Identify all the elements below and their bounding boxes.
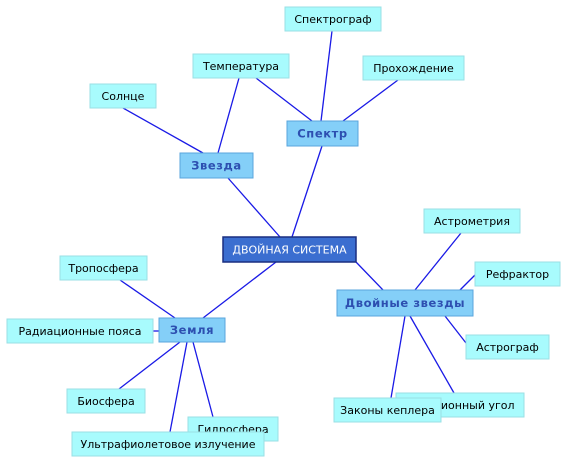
node-box (59, 255, 148, 281)
connector-line (390, 315, 406, 399)
node-box (465, 334, 550, 360)
node-dvoynye[interactable]: Двойные звезды (336, 289, 474, 317)
node-label: Температура (202, 60, 279, 73)
node-label: Законы кеплера (340, 404, 435, 417)
node-box (474, 261, 561, 287)
node-box (89, 83, 157, 109)
node-spektrograf[interactable]: Спектрограф (284, 6, 382, 32)
connector-line (291, 145, 323, 238)
connector-line (217, 77, 240, 154)
connector-line (227, 177, 281, 238)
node-label: Земля (170, 323, 214, 337)
node-solntse[interactable]: Солнце (89, 83, 157, 109)
connector-line (342, 79, 399, 122)
node-root[interactable]: ДВОЙНАЯ СИСТЕМА (222, 236, 357, 263)
connector-line (409, 315, 455, 394)
node-temperatura[interactable]: Температура (192, 53, 290, 79)
node-label: ДВОЙНАЯ СИСТЕМА (232, 244, 347, 257)
connector-lines (118, 30, 476, 433)
node-label: Радиационные пояса (19, 325, 142, 338)
connector-line (122, 107, 204, 154)
connector-line (355, 261, 384, 291)
node-zvezda[interactable]: Звезда (179, 152, 254, 179)
node-refraktor[interactable]: Рефрактор (474, 261, 561, 287)
node-label: Астрограф (476, 341, 539, 354)
connector-line (320, 30, 333, 122)
node-box (333, 397, 442, 423)
node-box (179, 152, 254, 179)
node-astrograf[interactable]: Астрограф (465, 334, 550, 360)
node-zemlya[interactable]: Земля (158, 317, 226, 343)
connector-line (118, 341, 181, 390)
node-label: Двойные звезды (345, 296, 465, 310)
node-box (222, 236, 357, 263)
node-box (286, 120, 359, 147)
node-label: Солнце (102, 90, 145, 103)
node-box (336, 289, 474, 317)
node-box (192, 53, 290, 79)
connector-line (202, 261, 277, 319)
connector-line (169, 341, 188, 433)
node-box (423, 208, 521, 234)
node-radiatsionnye[interactable]: Радиационные пояса (6, 318, 154, 344)
node-label: Прохождение (373, 62, 454, 75)
node-label: Биосфера (77, 395, 134, 408)
connector-line (459, 274, 476, 291)
connector-line (444, 315, 467, 344)
node-label: Ультрафиолетовое излучение (81, 438, 256, 451)
node-prohozhdenie[interactable]: Прохождение (362, 55, 465, 81)
node-label: Астрометрия (434, 215, 510, 228)
node-box (284, 6, 382, 32)
node-zakony[interactable]: Законы кеплера (333, 397, 442, 423)
connector-line (414, 232, 462, 291)
connector-line (192, 341, 214, 418)
node-box (362, 55, 465, 81)
node-biosfera[interactable]: Биосфера (66, 388, 146, 414)
node-box (66, 388, 146, 414)
node-spektr[interactable]: Спектр (286, 120, 359, 147)
node-label: Рефрактор (486, 268, 549, 281)
node-ultrafiolet[interactable]: Ультрафиолетовое излучение (71, 431, 265, 457)
node-troposfera[interactable]: Тропосфера (59, 255, 148, 281)
node-label: Спектр (297, 127, 348, 141)
node-box (71, 431, 265, 457)
node-label: Тропосфера (67, 262, 138, 275)
node-label: Спектрограф (294, 13, 371, 26)
node-astrometriya[interactable]: Астрометрия (423, 208, 521, 234)
node-box (6, 318, 154, 344)
connector-line (255, 77, 313, 122)
node-box (158, 317, 226, 343)
connector-line (119, 279, 176, 319)
node-label: Звезда (191, 159, 242, 173)
